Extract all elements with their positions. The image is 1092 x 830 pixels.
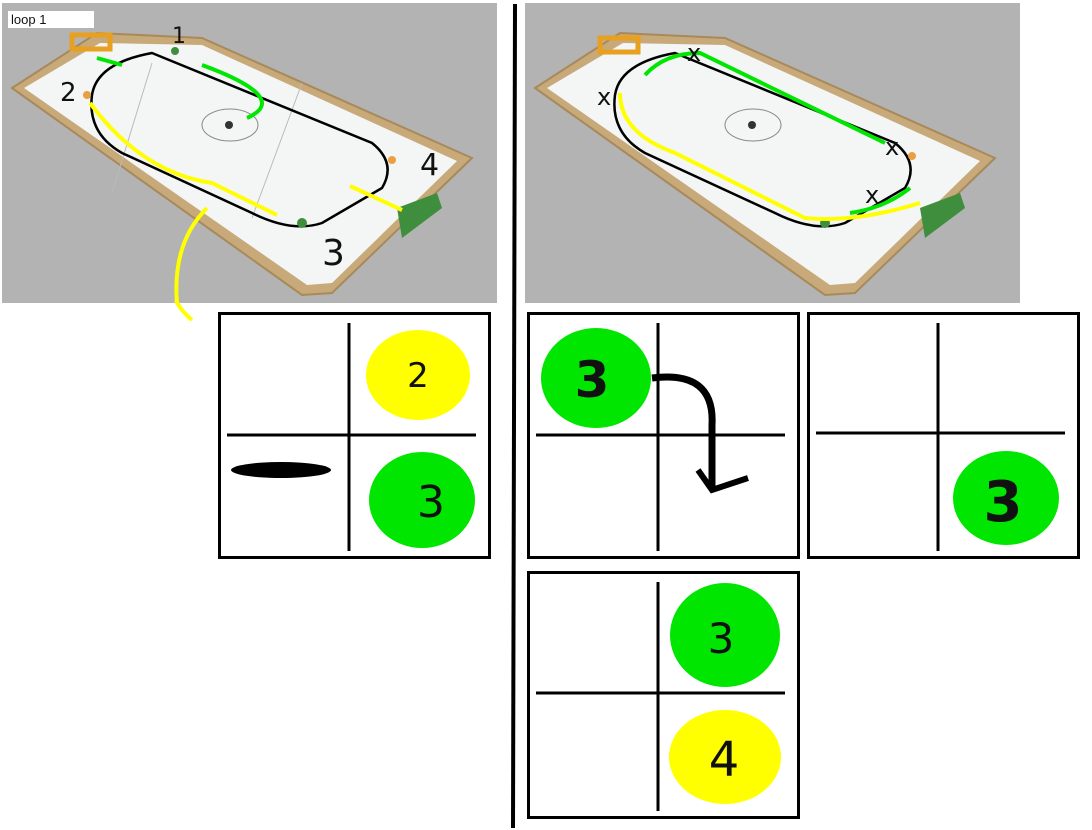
disc-3-final: 3 <box>984 470 1023 535</box>
disc-3: 3 <box>417 477 445 528</box>
rink-label-1: 1 <box>172 24 186 49</box>
grid-panel-right: 3 <box>807 312 1080 559</box>
grid-panel-middle: 3 <box>527 312 800 559</box>
disc-4-bottom: 4 <box>709 732 740 788</box>
rink-illustration-right: x x x x <box>533 31 997 297</box>
x-mark-3: x <box>865 181 879 209</box>
grid-lines-bottom: 3 4 <box>536 582 785 811</box>
disc-3-moving: 3 <box>575 351 610 409</box>
grid-lines-right: 3 <box>816 323 1065 551</box>
x-mark-2: x <box>597 83 611 111</box>
disc-3-bottom: 3 <box>708 614 735 663</box>
divider-line <box>511 3 517 829</box>
rink-photo-right: x x x x <box>525 3 1020 303</box>
x-mark-4: x <box>885 133 899 161</box>
rink-photo-left: 1 2 3 4 loop 1 <box>2 3 497 304</box>
rink-illustration-left: 1 2 3 4 <box>10 24 474 304</box>
grid-lines-middle: 3 <box>536 323 785 551</box>
grid-panel-left: 2 3 <box>218 312 491 559</box>
x-mark-1: x <box>687 39 701 67</box>
yellow-arrow-tail <box>174 300 194 322</box>
grid-lines-left: 2 3 <box>227 323 476 551</box>
rink-label-2: 2 <box>60 78 77 108</box>
loop-label: loop 1 <box>8 11 94 28</box>
disc-2: 2 <box>407 356 429 396</box>
rink-label-3: 3 <box>322 233 345 274</box>
rink-label-4: 4 <box>420 148 439 183</box>
grid-panel-bottom: 3 4 <box>527 571 800 819</box>
